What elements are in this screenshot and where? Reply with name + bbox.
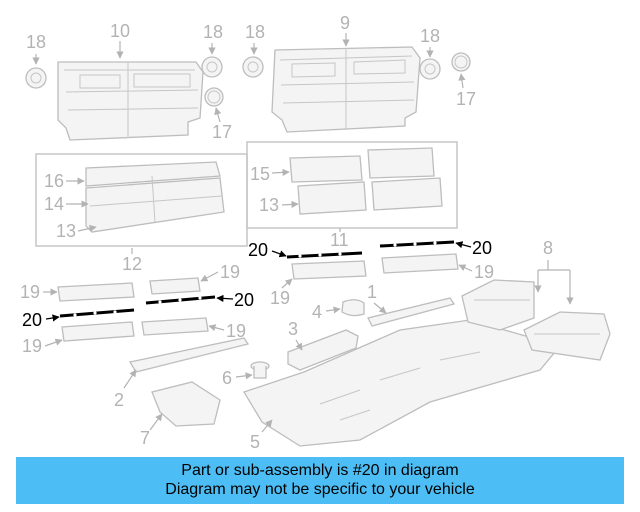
part-20-rail-lower-left xyxy=(59,308,135,318)
banner-line-1: Part or sub-assembly is #20 in diagram xyxy=(181,462,459,479)
part-10-panel xyxy=(57,61,204,141)
part-16-14-13-panels xyxy=(85,161,225,233)
callout-13-left: 13 xyxy=(56,221,76,241)
callout-19-c: 19 xyxy=(22,336,42,356)
callout-2: 2 xyxy=(114,390,124,410)
part-2-sill-plate xyxy=(128,337,250,373)
part-15-13-panels xyxy=(289,147,443,215)
banner-line-2: Diagram may not be specific to your vehi… xyxy=(165,481,475,498)
part-8-storage-bins xyxy=(461,279,611,361)
callout-20-lower-right: 20 xyxy=(234,290,254,310)
part-18-clip-left xyxy=(25,67,47,89)
part-9-panel xyxy=(271,46,421,133)
callout-13-right: 13 xyxy=(259,195,279,215)
part-1-sill xyxy=(367,297,456,327)
part-20-rail-upper-left xyxy=(286,251,363,259)
callout-18-right-b: 18 xyxy=(420,26,440,46)
part-17-grommet-left xyxy=(204,87,224,107)
part-5-floor-pan xyxy=(243,319,562,447)
callout-5: 5 xyxy=(250,432,260,452)
part-20-rail-upper-right xyxy=(379,240,455,248)
callout-17-left: 17 xyxy=(212,122,232,142)
part-18-clip-right-a xyxy=(242,56,264,78)
callout-14: 14 xyxy=(44,194,64,214)
part-18-clip-right-b xyxy=(419,58,441,80)
part-3-bracket xyxy=(287,329,359,371)
callout-15: 15 xyxy=(250,164,270,184)
callout-19-a: 19 xyxy=(20,282,40,302)
callout-3: 3 xyxy=(288,319,298,339)
callout-20-upper-left: 20 xyxy=(248,240,268,260)
callout-7: 7 xyxy=(140,428,150,448)
callout-19-d: 19 xyxy=(226,321,246,341)
callout-16: 16 xyxy=(44,171,64,191)
callout-17-right: 17 xyxy=(456,89,476,109)
callout-19-b: 19 xyxy=(220,262,240,282)
callout-18-left: 18 xyxy=(26,32,46,52)
part-6-plug xyxy=(250,361,270,379)
callout-19-e: 19 xyxy=(474,262,494,282)
callout-20-upper-right: 20 xyxy=(472,238,492,258)
callout-18-mid: 18 xyxy=(203,22,223,42)
callout-10: 10 xyxy=(110,21,130,41)
part-18-clip-mid xyxy=(201,56,223,78)
callout-8: 8 xyxy=(543,238,553,258)
parts-diagram: 10 18 18 17 9 18 18 17 16 1 xyxy=(20,13,611,452)
callout-1: 1 xyxy=(367,282,377,302)
part-7-bracket xyxy=(151,381,221,427)
callout-6: 6 xyxy=(222,368,232,388)
callout-11: 11 xyxy=(330,230,349,250)
callout-4: 4 xyxy=(312,302,322,322)
part-20-rail-lower-right xyxy=(145,295,216,305)
info-banner: Part or sub-assembly is #20 in diagram D… xyxy=(16,457,624,504)
part-17-grommet-right xyxy=(451,52,471,72)
part-19-strips xyxy=(57,253,459,342)
assembly-box-11 xyxy=(246,141,458,229)
callout-20-lower-left: 20 xyxy=(22,310,42,330)
part-4-clip xyxy=(341,299,365,317)
callout-18-right-a: 18 xyxy=(245,22,265,42)
callout-9: 9 xyxy=(340,13,350,33)
callout-19-f: 19 xyxy=(270,288,290,308)
callout-12: 12 xyxy=(122,254,142,274)
